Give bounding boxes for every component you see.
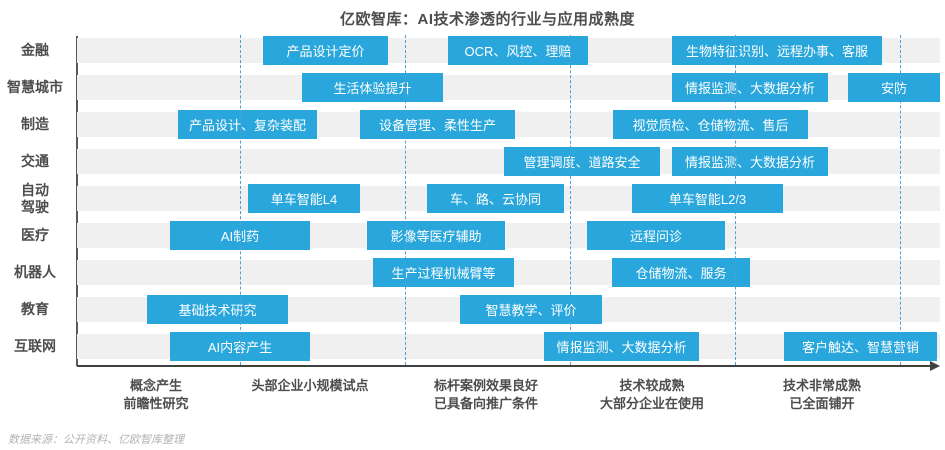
chart-bar: 影像等医疗辅助 bbox=[367, 221, 505, 250]
stage-boundary-line bbox=[900, 35, 901, 365]
stage-label: 头部企业小规模试点 bbox=[251, 378, 369, 393]
data-source-note: 数据来源：公开资料、亿欧智库整理 bbox=[8, 434, 184, 446]
page-title: 亿欧智库：AI技术渗透的行业与应用成熟度 bbox=[339, 11, 635, 28]
stage-boundary-line bbox=[735, 35, 736, 365]
row-label: 医疗 bbox=[21, 227, 49, 244]
x-axis-line bbox=[77, 365, 931, 367]
chart-bar: 客户触达、智慧营销 bbox=[784, 332, 937, 361]
stage-label: 概念产生 前瞻性研究 bbox=[123, 378, 189, 411]
stage-boundary-line bbox=[405, 35, 406, 365]
chart-bar: 车、路、云协同 bbox=[427, 184, 564, 213]
chart-bar: OCR、风控、理赔 bbox=[448, 36, 588, 65]
chart-bar: 生物特征识别、远程办事、客服 bbox=[672, 36, 882, 65]
stage-boundary-line bbox=[570, 35, 571, 365]
row-label: 制造 bbox=[21, 116, 49, 133]
stage-boundary-line bbox=[240, 35, 241, 365]
stage-label: 标杆案例效果良好 已具备向推广条件 bbox=[433, 378, 539, 411]
chart-bar: 远程问诊 bbox=[587, 221, 725, 250]
stage-label: 技术非常成熟 已全面铺开 bbox=[782, 378, 862, 411]
chart-bar: 仓储物流、服务 bbox=[612, 258, 750, 287]
chart-bar: 视觉质检、仓储物流、售后 bbox=[613, 110, 808, 139]
stage-label: 技术较成熟 大部分企业在使用 bbox=[599, 378, 705, 411]
chart-bar: 产品设计、复杂装配 bbox=[178, 110, 317, 139]
row-label: 自动 驾驶 bbox=[21, 182, 49, 215]
chart-bar: 情报监测、大数据分析 bbox=[672, 147, 828, 176]
chart-bar: 情报监测、大数据分析 bbox=[544, 332, 699, 361]
chart-bar: 管理调度、道路安全 bbox=[504, 147, 660, 176]
row-label: 交通 bbox=[21, 153, 49, 170]
row-label: 教育 bbox=[21, 301, 49, 318]
chart-bar: 安防 bbox=[848, 73, 940, 102]
chart-bar: 生活体验提升 bbox=[302, 73, 443, 102]
chart-bar: 基础技术研究 bbox=[147, 295, 288, 324]
chart-bar: 设备管理、柔性生产 bbox=[360, 110, 515, 139]
x-axis-arrow-icon bbox=[930, 361, 940, 371]
row-label: 金融 bbox=[21, 42, 49, 59]
row-label: 互联网 bbox=[14, 338, 56, 355]
chart-bar: 智慧教学、评价 bbox=[460, 295, 602, 324]
chart-bar: 生产过程机械臂等 bbox=[373, 258, 514, 287]
chart-bar: 产品设计定价 bbox=[263, 36, 388, 65]
row-label: 机器人 bbox=[14, 264, 56, 281]
chart-bar: 单车智能L2/3 bbox=[632, 184, 783, 213]
row-label: 智慧城市 bbox=[7, 79, 63, 96]
chart-bar: 情报监测、大数据分析 bbox=[672, 73, 828, 102]
chart-bar: 单车智能L4 bbox=[248, 184, 360, 213]
